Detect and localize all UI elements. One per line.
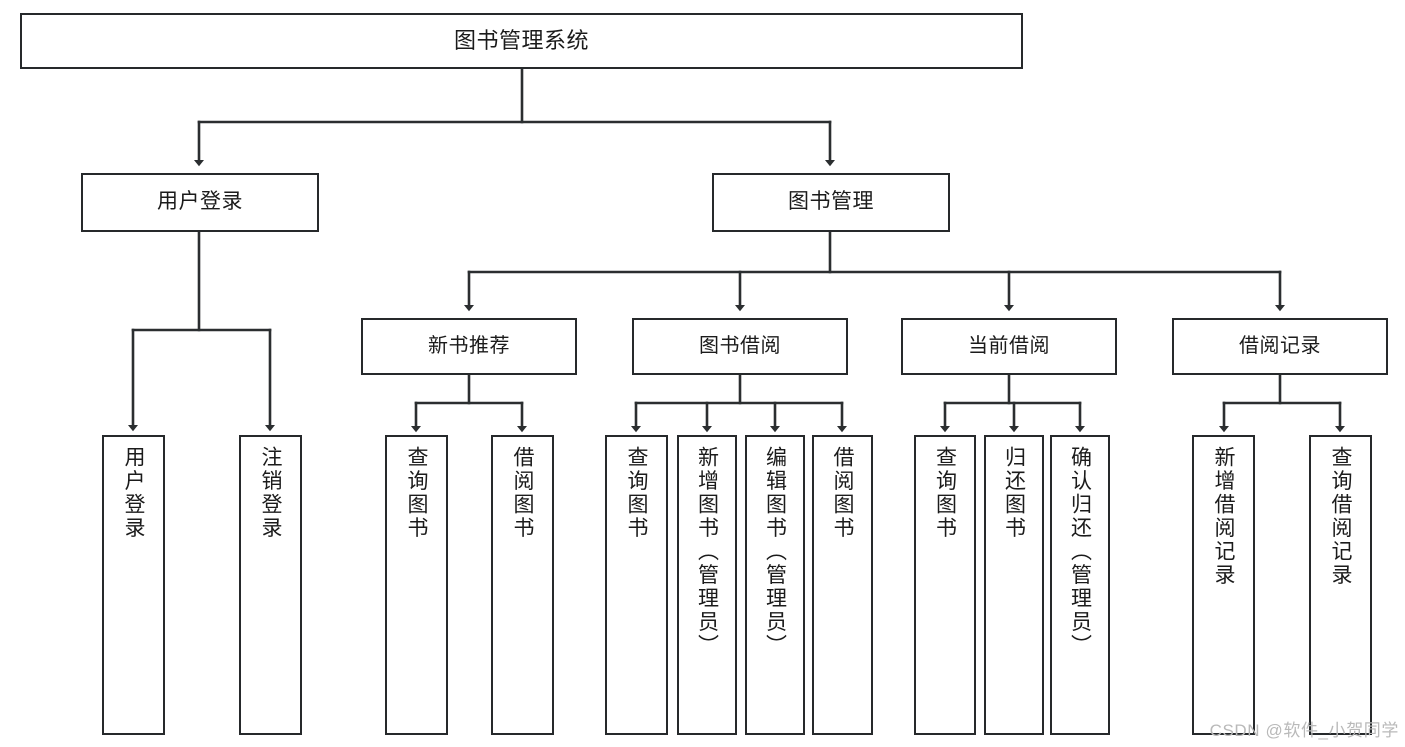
node-leaf-borrow-book-1-label: 借阅图书 [511, 446, 534, 540]
node-leaf-return-book[interactable]: 归还图书 [984, 435, 1044, 735]
node-book-manage[interactable]: 图书管理 [712, 173, 950, 232]
node-current-borrow-label: 当前借阅 [968, 334, 1050, 357]
node-leaf-query-book-3[interactable]: 查询图书 [914, 435, 976, 735]
node-user-login-label: 用户登录 [157, 190, 243, 214]
csdn-watermark: CSDN @软件_小贺同学 [1209, 721, 1399, 740]
node-leaf-add-record-label: 新增借阅记录 [1212, 446, 1235, 587]
node-book-manage-label: 图书管理 [788, 190, 874, 214]
node-leaf-add-book-label: 新增图书（管理员） [695, 446, 719, 658]
node-leaf-borrow-book-2-label: 借阅图书 [831, 446, 854, 540]
node-leaf-confirm-return-label: 确认归还（管理员） [1068, 446, 1092, 658]
node-leaf-user-login[interactable]: 用户登录 [102, 435, 165, 735]
node-leaf-logout-login[interactable]: 注销登录 [239, 435, 302, 735]
node-current-borrow[interactable]: 当前借阅 [901, 318, 1117, 375]
node-leaf-add-record[interactable]: 新增借阅记录 [1192, 435, 1255, 735]
node-leaf-edit-book[interactable]: 编辑图书（管理员） [745, 435, 805, 735]
node-book-borrow-label: 图书借阅 [699, 334, 781, 357]
node-leaf-user-login-label: 用户登录 [122, 446, 145, 540]
node-leaf-query-book-1-label: 查询图书 [405, 446, 428, 540]
node-new-book-recommend[interactable]: 新书推荐 [361, 318, 577, 375]
node-leaf-borrow-book-1[interactable]: 借阅图书 [491, 435, 554, 735]
node-borrow-record-label: 借阅记录 [1239, 334, 1321, 357]
node-leaf-query-record-label: 查询借阅记录 [1329, 446, 1352, 587]
node-borrow-record[interactable]: 借阅记录 [1172, 318, 1388, 375]
node-leaf-confirm-return[interactable]: 确认归还（管理员） [1050, 435, 1110, 735]
node-leaf-query-book-2[interactable]: 查询图书 [605, 435, 668, 735]
node-root[interactable]: 图书管理系统 [20, 13, 1023, 69]
node-new-book-recommend-label: 新书推荐 [428, 334, 510, 357]
node-leaf-add-book[interactable]: 新增图书（管理员） [677, 435, 737, 735]
node-root-label: 图书管理系统 [453, 28, 589, 54]
node-leaf-edit-book-label: 编辑图书（管理员） [763, 446, 787, 658]
node-leaf-query-book-1[interactable]: 查询图书 [385, 435, 448, 735]
node-leaf-borrow-book-2[interactable]: 借阅图书 [812, 435, 873, 735]
node-leaf-return-book-label: 归还图书 [1002, 446, 1026, 540]
node-leaf-query-record[interactable]: 查询借阅记录 [1309, 435, 1372, 735]
node-book-borrow[interactable]: 图书借阅 [632, 318, 848, 375]
node-leaf-logout-login-label: 注销登录 [259, 446, 282, 540]
node-user-login[interactable]: 用户登录 [81, 173, 319, 232]
node-leaf-query-book-2-label: 查询图书 [625, 446, 648, 540]
node-leaf-query-book-3-label: 查询图书 [933, 446, 957, 540]
